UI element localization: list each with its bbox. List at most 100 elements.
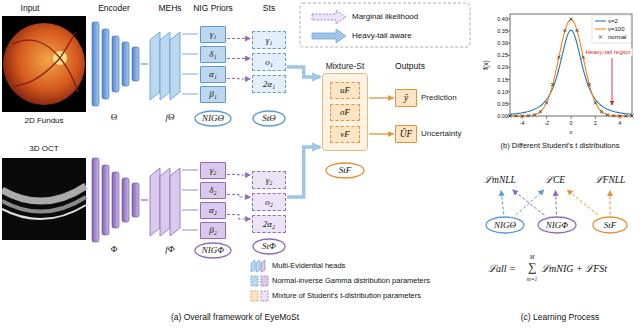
- curve: [510, 19, 632, 116]
- outside-label: Prediction: [421, 93, 457, 102]
- drawing-part: [251, 276, 258, 286]
- equation: M: [530, 254, 535, 260]
- node-text: o₁: [265, 57, 273, 67]
- node-text: δ₂: [209, 185, 216, 195]
- legend-sample: [312, 29, 346, 43]
- nig-ellipse: NIGΘ: [194, 110, 232, 127]
- legend-sample: [251, 276, 268, 286]
- panel-caption: (c) Learning Process: [521, 313, 599, 322]
- tick-label: 2: [594, 120, 597, 126]
- loss-term: ℒFNLL: [591, 171, 630, 189]
- axis-title: x: [570, 128, 573, 135]
- marker: [551, 83, 554, 86]
- marker: [630, 114, 633, 117]
- node-text: γ₂: [266, 175, 273, 185]
- tick-label: 0.05: [497, 101, 508, 107]
- axis-title: f(x): [482, 60, 489, 69]
- legend-text: Multi-Evidential heads: [272, 262, 345, 270]
- connector: [227, 174, 251, 176]
- marker: [533, 113, 536, 116]
- drawing-part: [312, 29, 346, 43]
- legend-sample: [595, 29, 606, 30]
- connector: [227, 78, 251, 80]
- node-text: NIGΦ: [546, 220, 568, 230]
- marker: [539, 110, 542, 113]
- node-ellipse: [593, 217, 627, 233]
- connector: [369, 97, 394, 98]
- nig-parameter: δ₂: [200, 182, 226, 199]
- node-text: ℒmNLL: [484, 175, 516, 186]
- nig-ellipse: NIGΘ: [485, 216, 525, 234]
- node-text: o₂: [265, 197, 273, 207]
- connector: [227, 38, 251, 39]
- node-text: StΦ: [262, 241, 276, 251]
- loss-term: ℒCE: [540, 171, 570, 189]
- outside-label: Mixture-St: [326, 62, 365, 72]
- fundus-image: [2, 16, 86, 112]
- node-text: StF: [339, 165, 352, 175]
- evidential-heads-phi: [150, 168, 198, 236]
- drawing-part: [312, 10, 346, 24]
- node-text: δ₁: [209, 49, 216, 59]
- legend-text: v=100: [608, 26, 625, 33]
- encoder-layer: [102, 165, 109, 235]
- nig-parameter: δ₁: [200, 46, 226, 63]
- outside-label: Uncertainty: [421, 129, 461, 138]
- node-text: α₁: [209, 69, 217, 79]
- connector: [513, 190, 545, 215]
- nig-parameter: α₂: [200, 202, 226, 219]
- head-plate: [170, 168, 180, 236]
- legend-sample: [595, 21, 606, 22]
- oct-image: [2, 158, 86, 240]
- node-ellipse: [195, 111, 231, 126]
- node-ellipse: [326, 163, 364, 178]
- tick-label: 0.10: [497, 89, 508, 95]
- mixture-box: Mixture-StuFσFνF: [322, 73, 368, 151]
- marker: [582, 56, 585, 59]
- encoder-symbol: Θ: [111, 113, 118, 123]
- tick-mark: [571, 116, 572, 119]
- annotation: Heavy-tail region: [583, 49, 632, 56]
- retina: [3, 23, 85, 105]
- loss-term: ℒmNLL: [480, 171, 520, 189]
- legend-text: v=2: [608, 18, 618, 25]
- head-plate: [160, 32, 170, 100]
- image-caption: 2D Fundus: [24, 117, 63, 126]
- legend-sample: [312, 10, 346, 24]
- node-ellipse: [486, 217, 524, 233]
- st-parameter: 2α₁: [252, 75, 286, 93]
- image-ground: [2, 158, 86, 240]
- st-parameter: γ₁: [252, 31, 286, 49]
- node-ellipse: [253, 111, 285, 126]
- legend-text: Mixture of Student's t-distribution para…: [272, 292, 421, 300]
- st-ellipse: StΘ: [252, 110, 286, 127]
- st-ellipse: StF: [592, 216, 628, 234]
- mixture-parameter: σF: [330, 104, 360, 121]
- marker: [600, 110, 603, 113]
- node-ellipse: [253, 239, 285, 254]
- equation: ∑: [528, 261, 537, 274]
- encoder-layer: [112, 36, 119, 92]
- nig-parameter: γ₂: [200, 162, 226, 179]
- marker: [624, 114, 627, 117]
- node-ellipse: [195, 243, 231, 258]
- node-text: νF: [340, 129, 350, 139]
- st-ellipse: StΦ: [252, 238, 286, 255]
- column-header: Encoder: [98, 4, 130, 13]
- marker: [569, 18, 572, 21]
- marker: [515, 114, 518, 117]
- marker: [563, 29, 566, 32]
- encoder-layer: [122, 42, 129, 86]
- drawing-part: [251, 260, 255, 272]
- connector: [369, 133, 394, 134]
- legend-text: normal: [608, 34, 626, 41]
- output-box: ÛFUncertainty: [395, 125, 417, 143]
- tick-label: 0.35: [497, 28, 508, 34]
- mixture-parameter: uF: [330, 82, 360, 99]
- marker: [521, 114, 524, 117]
- head-plate: [150, 168, 160, 236]
- panel-caption: (a) Overall framework of EyeMoSt: [171, 313, 299, 322]
- node-text: γ₁: [266, 35, 273, 45]
- leader-line: [612, 58, 613, 105]
